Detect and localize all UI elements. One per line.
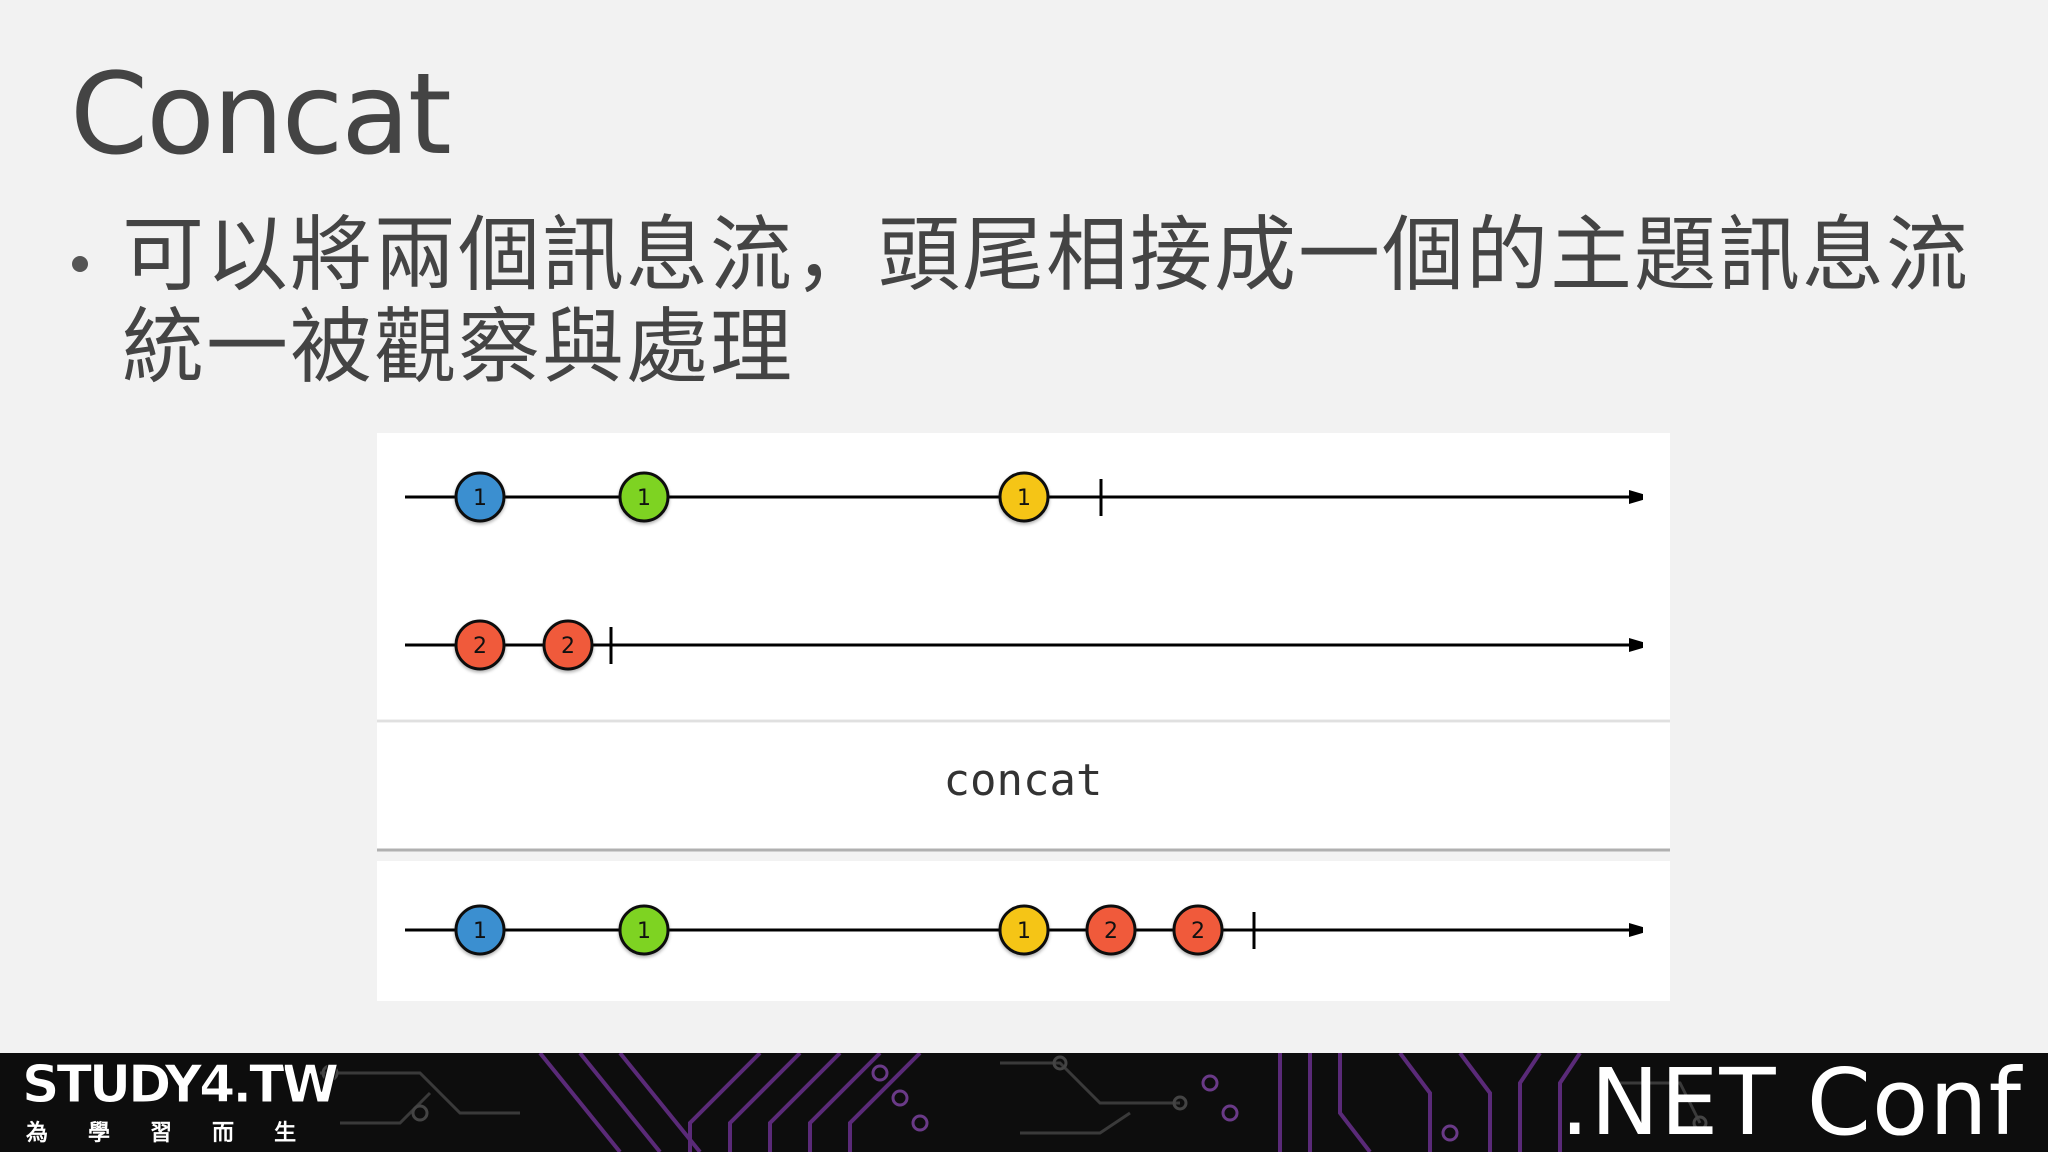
marble-circle — [618, 471, 670, 523]
marble-yellow: 1 — [998, 471, 1050, 523]
logo-text: STUDY4.TW — [22, 1055, 340, 1115]
operator-label: concat — [944, 755, 1103, 806]
marble-circle — [1085, 904, 1137, 956]
marble-circle — [454, 619, 506, 671]
marble-circle — [998, 471, 1050, 523]
marble-blue: 1 — [454, 471, 506, 523]
logo-char: 習 — [150, 1121, 173, 1146]
logo-char: 而 — [212, 1121, 235, 1146]
study4-logo: STUDY4.TW 為 學 習 而 生 — [22, 1055, 340, 1147]
marble-green: 1 — [618, 471, 670, 523]
marbles: 1 1 1 2 2 1 1 1 2 2 — [454, 471, 1224, 956]
marble-label: 1 — [473, 486, 487, 511]
logo-char: 學 — [88, 1121, 111, 1146]
footer-banner: STUDY4.TW 為 學 習 而 生 .NET Conf — [0, 1053, 2048, 1152]
bullet-point: 可以將兩個訊息流，頭尾相接成一個的主題訊息流統一被觀察與處理 — [72, 210, 2002, 394]
marble-diagram: concat 1 1 1 2 2 1 1 1 2 2 — [377, 433, 1670, 1001]
marble-label: 2 — [1191, 919, 1205, 944]
bullet-text: 可以將兩個訊息流，頭尾相接成一個的主題訊息流統一被觀察與處理 — [122, 208, 1971, 395]
logo-char: 為 — [26, 1121, 49, 1146]
marble-red: 2 — [454, 619, 506, 671]
marble-label: 2 — [473, 634, 487, 659]
marble-circle — [454, 904, 506, 956]
marble-label: 2 — [561, 634, 575, 659]
marble-red: 2 — [1172, 904, 1224, 956]
marble-blue: 1 — [454, 904, 506, 956]
marble-circle — [1172, 904, 1224, 956]
circuit-pattern — [320, 1053, 1708, 1152]
source-stream-2 — [405, 627, 1641, 664]
logo-subtitle: 為 學 習 而 生 — [22, 1115, 336, 1147]
marble-label: 1 — [637, 919, 651, 944]
slide-title: Concat — [70, 50, 452, 180]
marble-label: 1 — [1017, 919, 1031, 944]
marble-label: 1 — [473, 919, 487, 944]
logo-char: 生 — [274, 1121, 297, 1146]
marble-yellow: 1 — [998, 904, 1050, 956]
marble-circle — [998, 904, 1050, 956]
marble-red: 2 — [1085, 904, 1137, 956]
marble-label: 1 — [1017, 486, 1031, 511]
marble-green: 1 — [618, 904, 670, 956]
marble-circle — [618, 904, 670, 956]
marble-circle — [542, 619, 594, 671]
marble-circle — [454, 471, 506, 523]
marble-label: 1 — [637, 486, 651, 511]
operator-panel — [377, 723, 1670, 849]
bullet-dot-icon — [72, 256, 88, 272]
marble-red: 2 — [542, 619, 594, 671]
marble-label: 2 — [1104, 919, 1118, 944]
conference-name: .NET Conf — [1560, 1053, 2022, 1152]
